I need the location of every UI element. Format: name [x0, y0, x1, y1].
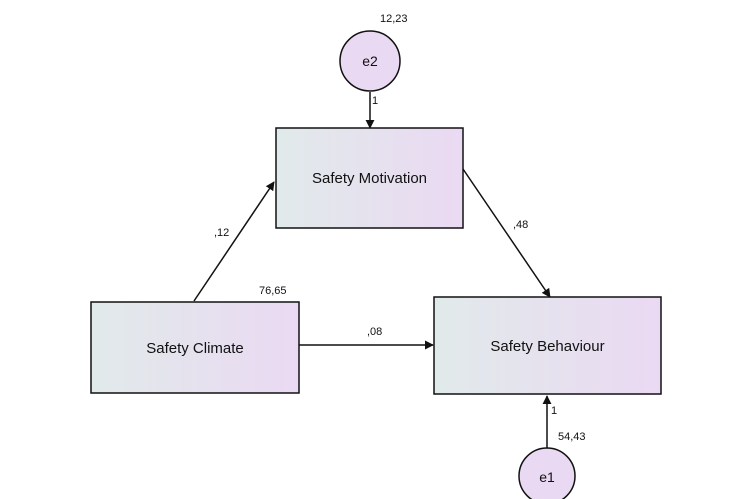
circle-e1 [518, 447, 576, 499]
coef-climate-to-motivation: ,12 [214, 227, 229, 239]
box-safety-motivation [275, 127, 464, 229]
variance-safety-climate: 76,65 [259, 285, 287, 297]
coef-e2-to-motivation: 1 [372, 95, 378, 107]
circle-e2 [339, 30, 401, 92]
box-safety-behaviour [433, 296, 662, 395]
coef-motivation-to-behaviour: ,48 [513, 219, 528, 231]
variance-e2: 12,23 [380, 13, 408, 25]
path-climate-to-motivation [193, 181, 275, 302]
label-safety-behaviour: Safety Behaviour [490, 338, 604, 355]
label-safety-motivation: Safety Motivation [312, 170, 427, 187]
label-e2: e2 [362, 53, 378, 69]
coef-climate-to-behaviour: ,08 [367, 326, 382, 338]
label-safety-climate: Safety Climate [146, 340, 244, 357]
path-motivation-to-behaviour [462, 168, 551, 298]
label-e1: e1 [539, 469, 555, 485]
coef-e1-to-behaviour: 1 [551, 405, 557, 417]
variance-e1: 54,43 [558, 431, 586, 443]
box-safety-climate [90, 301, 300, 394]
